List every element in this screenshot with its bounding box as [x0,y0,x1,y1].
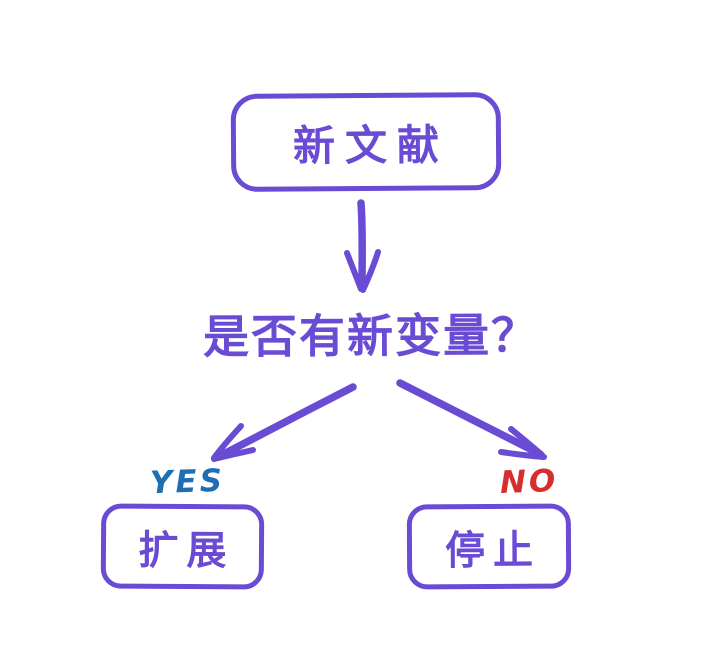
node-expand: 扩展 [100,503,265,590]
node-new-literature-label: 新文献 [292,119,450,171]
yes-branch-label: YES [149,462,226,502]
node-stop: 停止 [406,503,572,590]
no-branch-label: NO [499,462,559,502]
node-expand-label: 扩展 [138,527,235,574]
node-new-literature: 新文献 [230,92,502,192]
node-decision-question: 是否有新变量？ [202,308,540,364]
arrow-down-right-icon [396,379,547,460]
arrow-down-icon [344,199,381,293]
arrow-down-left-icon [211,383,357,462]
node-stop-label: 停止 [444,527,542,574]
